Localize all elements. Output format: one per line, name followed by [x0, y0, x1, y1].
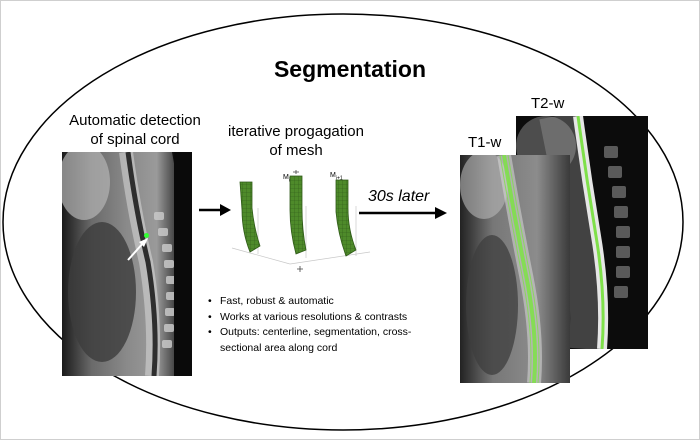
mesh-propagation-figure — [231, 170, 371, 272]
detection-caption: Automatic detection of spinal cord — [50, 111, 220, 149]
detection-marker — [144, 233, 149, 238]
feature-item: Works at various resolutions & contrasts — [206, 310, 446, 326]
feature-item: Fast, robust & automatic — [206, 294, 446, 310]
long-arrow-right-icon — [359, 207, 447, 219]
mri-t2-image — [516, 116, 648, 349]
mesh-label-mi-sub: i — [288, 177, 290, 184]
mri-sagittal-image — [62, 152, 192, 376]
detection-caption-line2: of spinal cord — [90, 131, 180, 148]
propagation-caption-line2: of mesh — [269, 142, 323, 159]
t2-label: T2-w — [531, 95, 565, 112]
slide-title: Segmentation — [273, 56, 427, 82]
t1-label: T1-w — [468, 134, 502, 151]
feature-item: Outputs: centerline, segmentation, cross… — [206, 325, 446, 356]
mesh-label-mi1-sub: i+1 — [335, 175, 343, 182]
feature-list: Fast, robust & automatic Works at variou… — [206, 294, 446, 356]
propagation-caption-line1: iterative progagation — [228, 123, 364, 140]
mesh-label-mi: Mi — [283, 174, 290, 184]
time-label: 30s later — [368, 188, 430, 205]
mesh-label-mi1: Mi+1 — [330, 172, 343, 182]
arrow-right-icon — [199, 204, 231, 216]
propagation-caption: iterative progagation of mesh — [216, 122, 376, 160]
mesh-label-mi-text: M — [283, 174, 289, 181]
detection-caption-line1: Automatic detection — [69, 112, 201, 129]
mri-t1-image — [460, 155, 570, 383]
mesh-label-mi1-text: M — [330, 172, 336, 179]
